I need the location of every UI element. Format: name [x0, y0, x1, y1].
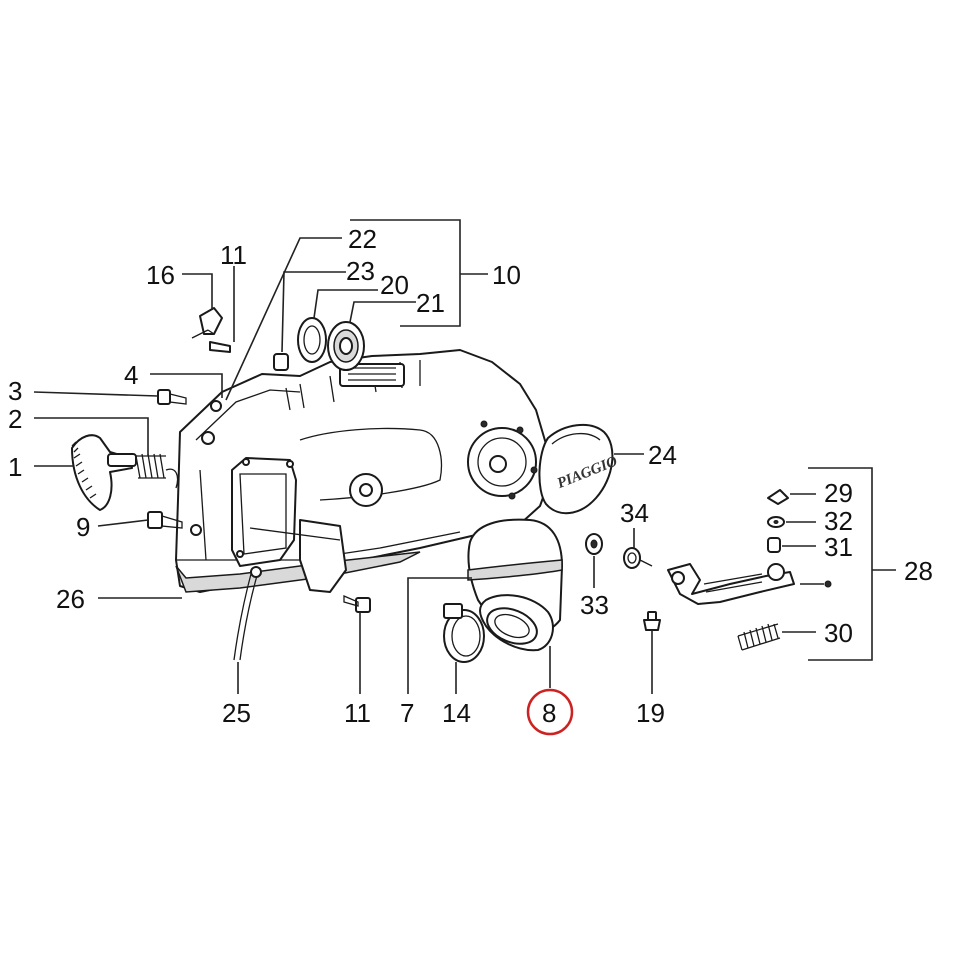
leader-line-4 [150, 373, 223, 398]
callout-33: 33 [580, 590, 609, 620]
callout-14: 14 [442, 698, 471, 728]
callout-9: 9 [76, 512, 90, 542]
callout-10: 10 [492, 260, 521, 290]
leader-line-3 [33, 391, 159, 397]
leader-line-16 [182, 273, 213, 310]
oil-seal-part-20 [297, 317, 327, 363]
leader-line-28-bracket [800, 467, 896, 661]
leader-line-22 [225, 237, 342, 401]
callout-20: 20 [380, 270, 409, 300]
callout-26: 26 [56, 584, 85, 614]
callout-8-highlighted: 8 [542, 698, 556, 728]
washer-part-32 [767, 516, 785, 528]
callout-22: 22 [348, 224, 377, 254]
leader-lines [33, 219, 896, 694]
kickstart-spring-part [135, 453, 179, 489]
clip-part-16 [191, 307, 223, 339]
nut-part-34 [623, 547, 653, 569]
callout-24: 24 [648, 440, 677, 470]
callout-labels: 1 2 3 4 9 16 11 22 23 20 21 10 24 26 25 … [8, 224, 933, 728]
callout-1: 1 [8, 452, 22, 482]
callout-21: 21 [416, 288, 445, 318]
callout-31: 31 [824, 532, 853, 562]
callout-28: 28 [904, 556, 933, 586]
bearing-part-21 [327, 321, 365, 371]
callout-4: 4 [124, 360, 138, 390]
callout-23: 23 [346, 256, 375, 286]
hose-clamp-part-14 [443, 603, 485, 663]
leader-line-23 [281, 271, 346, 353]
logo-cover-part-24: PIAGGIO [538, 423, 620, 515]
washer-part-33 [585, 533, 603, 555]
callout-29: 29 [824, 478, 853, 508]
crankcase-cover-part [175, 349, 551, 593]
lever-spring-part-30 [737, 623, 781, 651]
cable-part [233, 566, 262, 661]
screw-part-11-top [209, 341, 231, 353]
pin-part-31 [767, 537, 781, 553]
leader-line-9 [97, 519, 149, 527]
callout-3: 3 [8, 376, 22, 406]
callout-2: 2 [8, 404, 22, 434]
callout-7: 7 [400, 698, 414, 728]
dowel-part-23 [273, 353, 289, 371]
highlight-circle-part-8 [526, 688, 574, 736]
duct-sleeve-part-8 [479, 594, 554, 652]
callout-19: 19 [636, 698, 665, 728]
leader-line-21 [349, 301, 416, 323]
callout-34: 34 [620, 498, 649, 528]
screw-part-3 [157, 389, 187, 405]
callout-16: 16 [146, 260, 175, 290]
callout-11-top: 11 [220, 240, 247, 270]
callout-11-bottom: 11 [344, 698, 371, 728]
leader-line-10-bracket [350, 219, 488, 327]
callout-30: 30 [824, 618, 853, 648]
screw-part-19 [643, 611, 661, 631]
callout-25: 25 [222, 698, 251, 728]
clip-part-29 [767, 489, 789, 505]
kickstart-lever-part-28 [667, 563, 832, 605]
callout-32: 32 [824, 506, 853, 536]
screw-part-9 [147, 511, 183, 529]
screw-part-11-bottom [343, 595, 371, 613]
leader-line-2 [34, 417, 149, 456]
leader-line-7 [407, 577, 472, 694]
kickstart-sector-gear-part [71, 434, 137, 511]
leader-line-20 [313, 289, 378, 319]
